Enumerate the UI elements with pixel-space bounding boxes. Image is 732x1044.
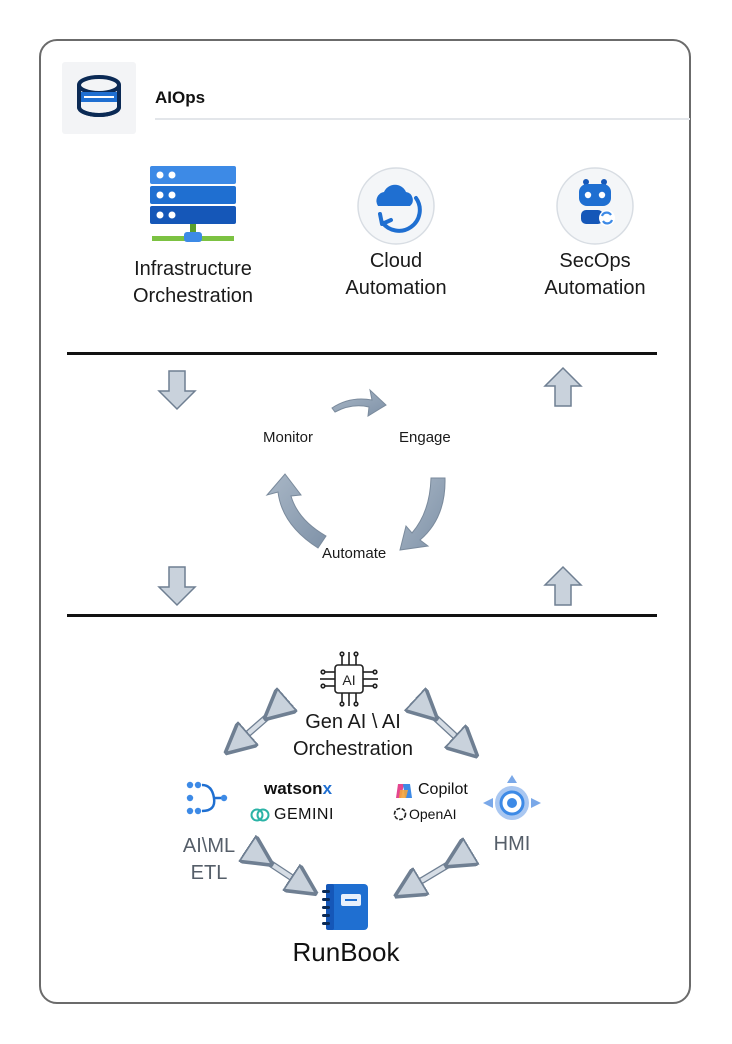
- cloud-label-line1: Cloud: [369, 250, 423, 272]
- watsonx-text: watson: [264, 779, 323, 798]
- watsonx-logo: watsonx: [264, 779, 332, 799]
- secops-label-line1: SecOps: [559, 250, 631, 272]
- cycle-monitor-label: Monitor: [263, 429, 314, 446]
- hmi-label: HMI: [493, 833, 531, 855]
- genai-label-line2: Orchestration: [292, 738, 414, 760]
- up-arrow-icon: [543, 366, 583, 407]
- cloud-label-line2: Automation: [345, 277, 447, 299]
- genai-label-line1: Gen AI \ AI: [305, 711, 401, 733]
- gemini-icon: [250, 808, 270, 822]
- watsonx-x: x: [322, 779, 333, 798]
- top-divider: [67, 352, 657, 355]
- secops-label-line2: Automation: [544, 277, 646, 299]
- cloud-refresh-icon: [357, 167, 435, 245]
- gemini-logo-text: GEMINI: [274, 806, 334, 823]
- secops-label: SecOps Automation: [515, 248, 675, 302]
- ai-chip-text: AI: [342, 672, 355, 688]
- openai-logo-text: OpenAI: [409, 806, 457, 822]
- up-arrow-icon: [543, 565, 583, 606]
- cycle-arrow-right: [399, 477, 446, 551]
- etl-flow-icon: [186, 781, 228, 815]
- runbook-label: RunBook: [292, 937, 400, 967]
- etl-label-line2: ETL: [190, 862, 228, 884]
- cycle-arrow-left: [265, 473, 327, 549]
- copilot-icon: [396, 784, 412, 798]
- etl-label-line1: AI\ML: [182, 835, 236, 857]
- cloud-label: Cloud Automation: [316, 248, 476, 302]
- notebook-icon: [322, 884, 368, 930]
- down-arrow-icon: [157, 370, 197, 411]
- header-divider: [155, 118, 690, 120]
- ai-chip-icon: AI: [320, 651, 378, 707]
- down-arrow-icon: [157, 566, 197, 607]
- genai-label: Gen AI \ AI Orchestration: [270, 709, 436, 763]
- database-icon: [77, 75, 121, 117]
- server-stack-icon: [150, 166, 236, 242]
- header-title: AIOps: [155, 88, 206, 107]
- bottom-divider: [67, 614, 657, 617]
- copilot-logo-text: Copilot: [418, 781, 468, 798]
- cycle-engage-label: Engage: [399, 429, 451, 446]
- robot-icon: [556, 167, 634, 245]
- openai-icon: [393, 807, 407, 821]
- hmi-icon: [483, 775, 541, 820]
- header-icon-box: [62, 62, 136, 134]
- infra-label: Infrastructure Orchestration: [112, 256, 274, 310]
- infra-label-line2: Orchestration: [132, 285, 254, 307]
- infra-label-line1: Infrastructure: [134, 258, 252, 280]
- etl-label: AI\ML ETL: [166, 833, 252, 887]
- cycle-arrow-top: [331, 388, 387, 417]
- cycle-automate-label: Automate: [322, 545, 387, 562]
